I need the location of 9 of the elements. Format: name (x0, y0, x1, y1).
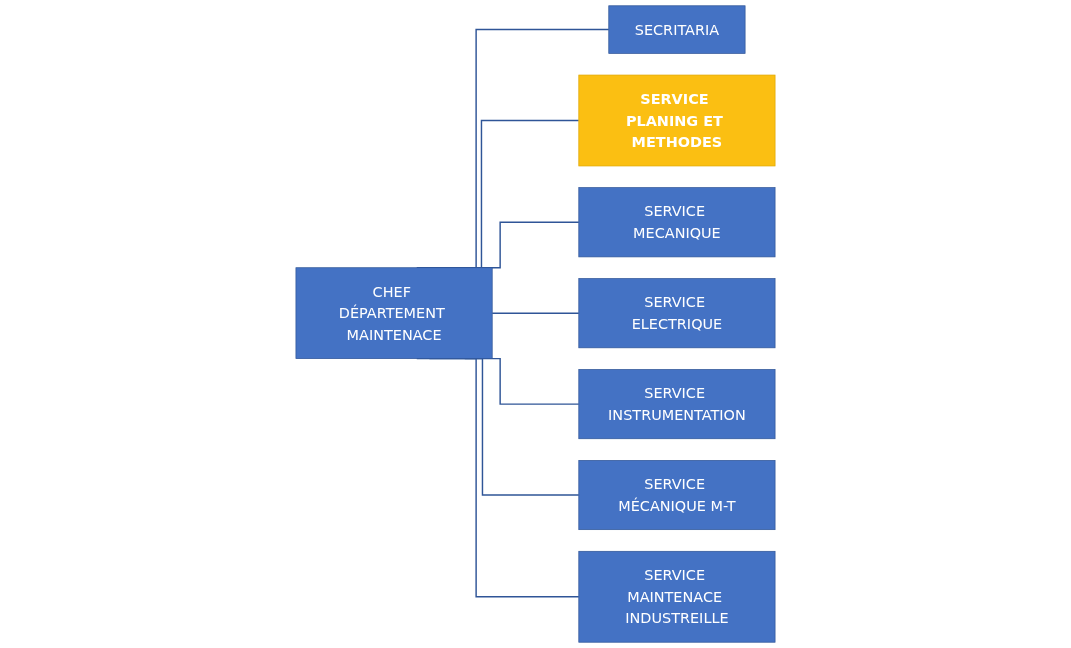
node-box: SERVICE MÉCANIQUE M-T (578, 460, 776, 530)
node-box: SERVICE PLANING ET METHODES (578, 74, 776, 167)
node-box: SERVICE INSTRUMENTATION (578, 369, 776, 440)
connector (491, 312, 580, 314)
node-box: SECRITARIA (608, 5, 746, 54)
node-box: CHEF DÉPARTEMENT MAINTENACE (295, 267, 493, 359)
node-box: SERVICE MECANIQUE (578, 187, 776, 258)
node-box: SERVICE MAINTENACE INDUSTREILLE (578, 550, 776, 643)
node-box: SERVICE ELECTRIQUE (578, 278, 776, 349)
